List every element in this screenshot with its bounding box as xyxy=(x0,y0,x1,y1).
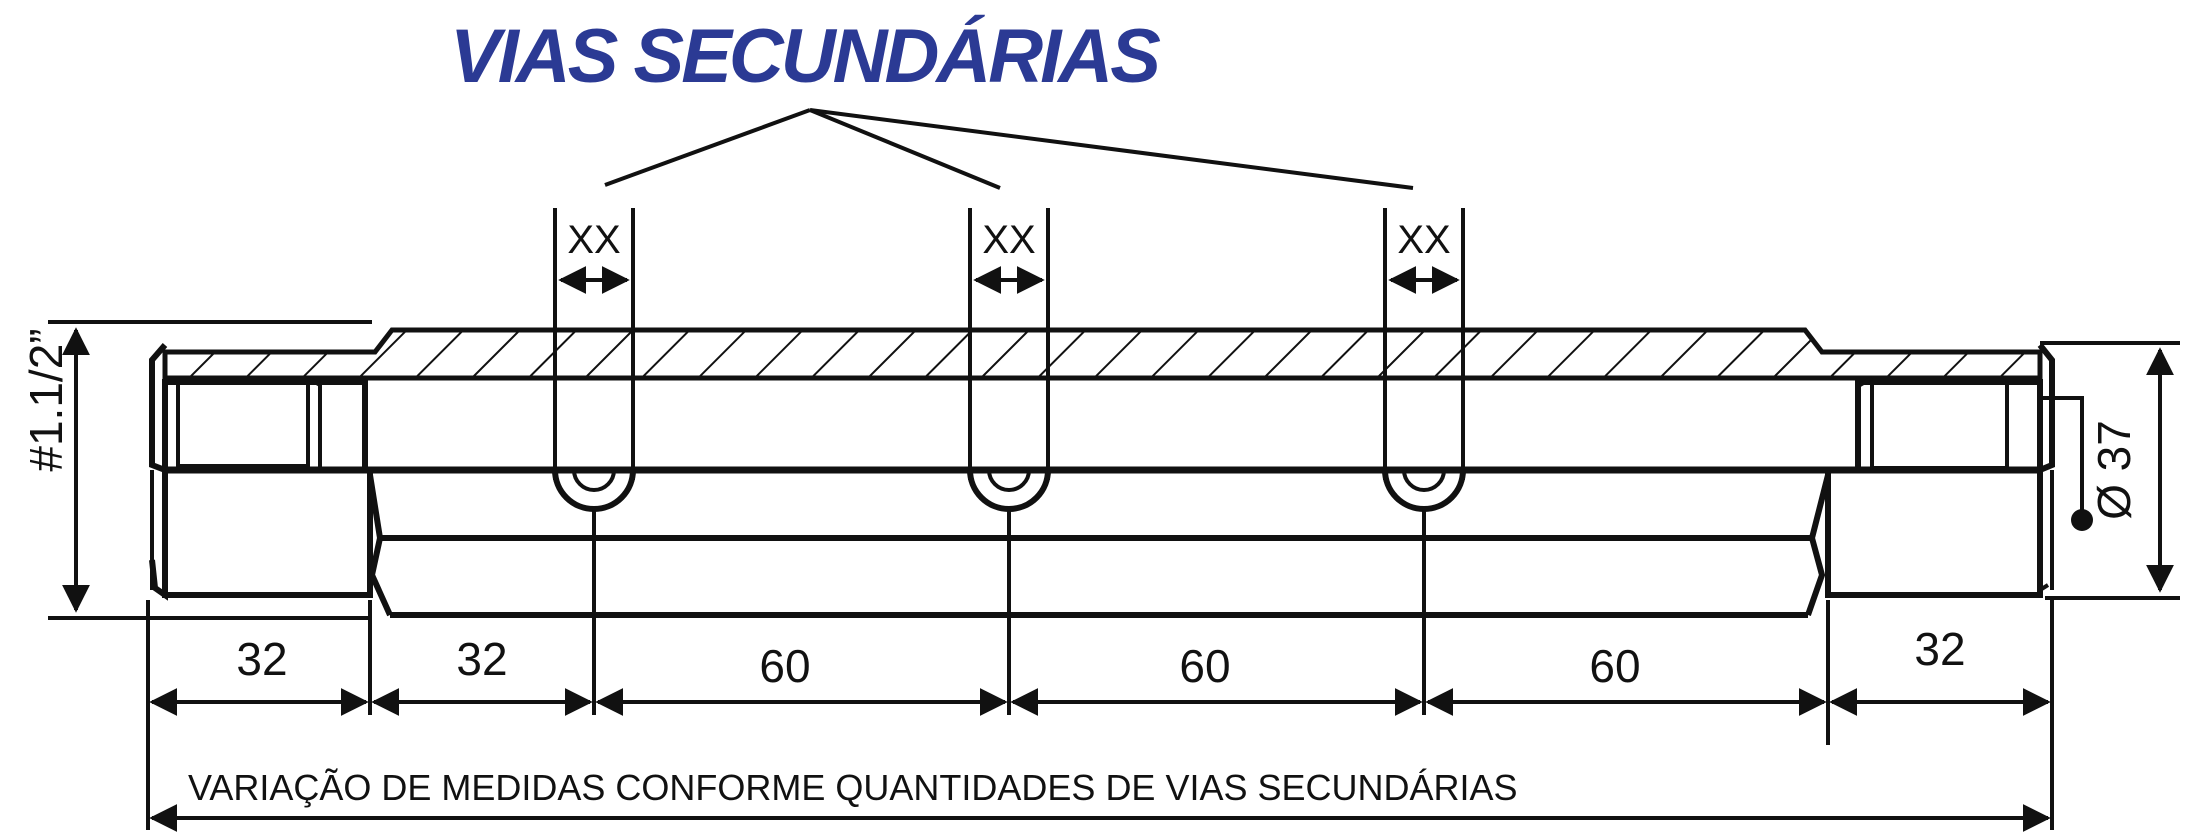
segment-5-label: 60 xyxy=(1589,640,1640,692)
thread-size-label: #1.1/2” xyxy=(20,328,72,471)
segment-2-label: 32 xyxy=(456,633,507,685)
thread-dimension: #1.1/2” xyxy=(20,320,372,620)
title-leader-lines xyxy=(604,108,1414,190)
outlet-2-width-label: XX xyxy=(982,218,1035,262)
dimension-chain: 32 32 60 60 60 32 VARIAÇÃO DE MEDIDAS CO… xyxy=(146,598,2054,832)
segment-4-label: 60 xyxy=(1179,640,1230,692)
pipe-wall-hatched xyxy=(162,327,2043,381)
segment-3-label: 60 xyxy=(759,640,810,692)
diagram-title: VIAS SECUNDÁRIAS xyxy=(450,14,1160,99)
outlet-1-width-label: XX xyxy=(567,218,620,262)
pipe-body xyxy=(165,466,2040,618)
overall-length-note: VARIAÇÃO DE MEDIDAS CONFORME QUANTIDADES… xyxy=(188,767,1518,808)
outlet-3-width-label: XX xyxy=(1397,218,1450,262)
outlet-3: XX xyxy=(1382,208,1466,715)
segment-1-label: 32 xyxy=(236,633,287,685)
outlet-1: XX xyxy=(552,208,636,715)
outlet-2: XX xyxy=(967,208,1051,715)
segment-6-label: 32 xyxy=(1914,623,1965,675)
diameter-label: Ø 37 xyxy=(2088,420,2140,520)
diameter-dimension: Ø 37 xyxy=(2040,341,2180,600)
